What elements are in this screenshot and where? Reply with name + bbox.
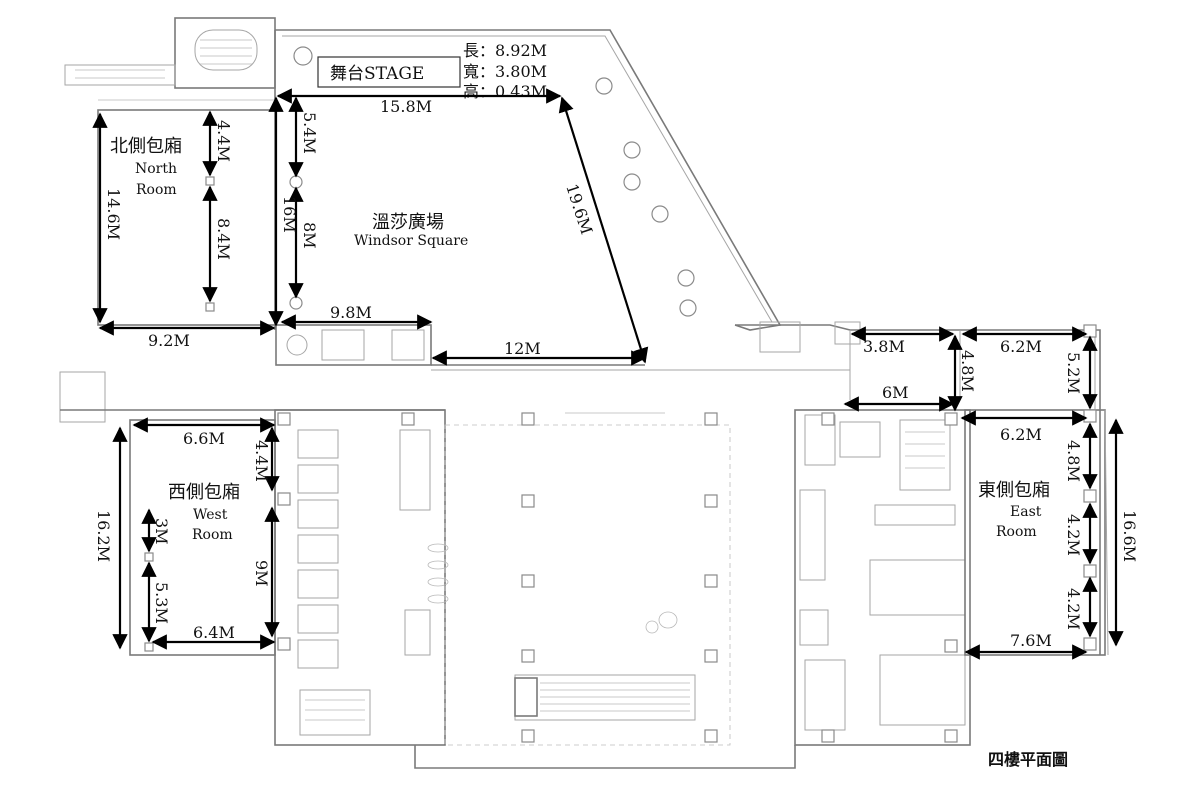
west-name-en: West <box>193 507 228 523</box>
dim-west-width-bottom: 6.4M <box>193 623 235 642</box>
windsor-name-en: Windsor Square <box>354 233 468 249</box>
room-labels: 溫莎廣場 Windsor Square 北側包廂 North Room 西側包廂… <box>110 136 1050 543</box>
elevator-bank <box>297 429 339 669</box>
dim-windsor-left: 16M <box>280 196 299 233</box>
dim-windsor-inner-mid: 8M <box>300 222 319 249</box>
dim-north-inner-top: 4.4M <box>214 120 233 162</box>
dimension-lines <box>92 88 1124 660</box>
west-name-en2: Room <box>192 527 233 543</box>
escalator <box>514 674 696 721</box>
dim-west-height: 16.2M <box>94 510 113 562</box>
dim-west-small-b: 5.3M <box>152 582 171 624</box>
columns <box>144 46 1097 743</box>
plan-title: 四樓平面圖 <box>988 750 1068 769</box>
dim-east-b: 6.2M <box>1000 337 1042 356</box>
dim-west-inner-top: 4.4M <box>252 440 271 482</box>
dim-windsor-bottom: 12M <box>504 339 541 358</box>
dim-east-d: 5.2M <box>1064 352 1083 394</box>
east-name-cn: 東側包廂 <box>978 480 1050 501</box>
dim-windsor-inner-top: 5.4M <box>300 112 319 154</box>
dim-east-width: 7.6M <box>1010 631 1052 650</box>
east-name-en: East <box>1010 504 1042 520</box>
dim-west-small-a: 3M <box>152 518 171 545</box>
dim-east-c: 4.8M <box>958 350 977 392</box>
west-name-cn: 西側包廂 <box>168 482 240 503</box>
dim-west-width-top: 6.6M <box>183 429 225 448</box>
north-name-cn: 北側包廂 <box>110 136 182 157</box>
dim-north-height: 14.6M <box>104 188 123 240</box>
dim-east-a: 3.8M <box>863 337 905 356</box>
dim-east-h: 4.2M <box>1064 514 1083 556</box>
dim-east-e: 6M <box>882 383 909 402</box>
dim-windsor-lobby: 9.8M <box>330 303 372 322</box>
dim-west-inner-mid: 9M <box>252 560 271 587</box>
dim-east-f: 6.2M <box>1000 425 1042 444</box>
dim-east-height: 16.6M <box>1120 510 1139 562</box>
dimension-labels: 15.8M 19.6M 12M 16M 5.4M 8M 9.8M 9.2M 14… <box>94 97 1139 650</box>
dim-east-g: 4.8M <box>1064 440 1083 482</box>
north-name-en2: Room <box>136 182 177 198</box>
windsor-name-cn: 溫莎廣場 <box>372 212 444 233</box>
dim-north-inner-mid: 8.4M <box>214 218 233 260</box>
east-name-en2: Room <box>996 524 1037 540</box>
stage: 舞台STAGE 長：8.92M 寬：3.80M 高：0.43M <box>317 41 547 101</box>
dim-east-i: 4.2M <box>1064 588 1083 630</box>
stage-label: 舞台STAGE <box>330 64 424 84</box>
stage-length: 長：8.92M <box>463 41 547 60</box>
north-name-en: North <box>135 161 177 177</box>
dim-windsor-top: 15.8M <box>380 97 432 116</box>
stage-width: 寬：3.80M <box>463 62 547 81</box>
stage-height: 高：0.43M <box>463 82 547 101</box>
dim-north-width: 9.2M <box>148 331 190 350</box>
